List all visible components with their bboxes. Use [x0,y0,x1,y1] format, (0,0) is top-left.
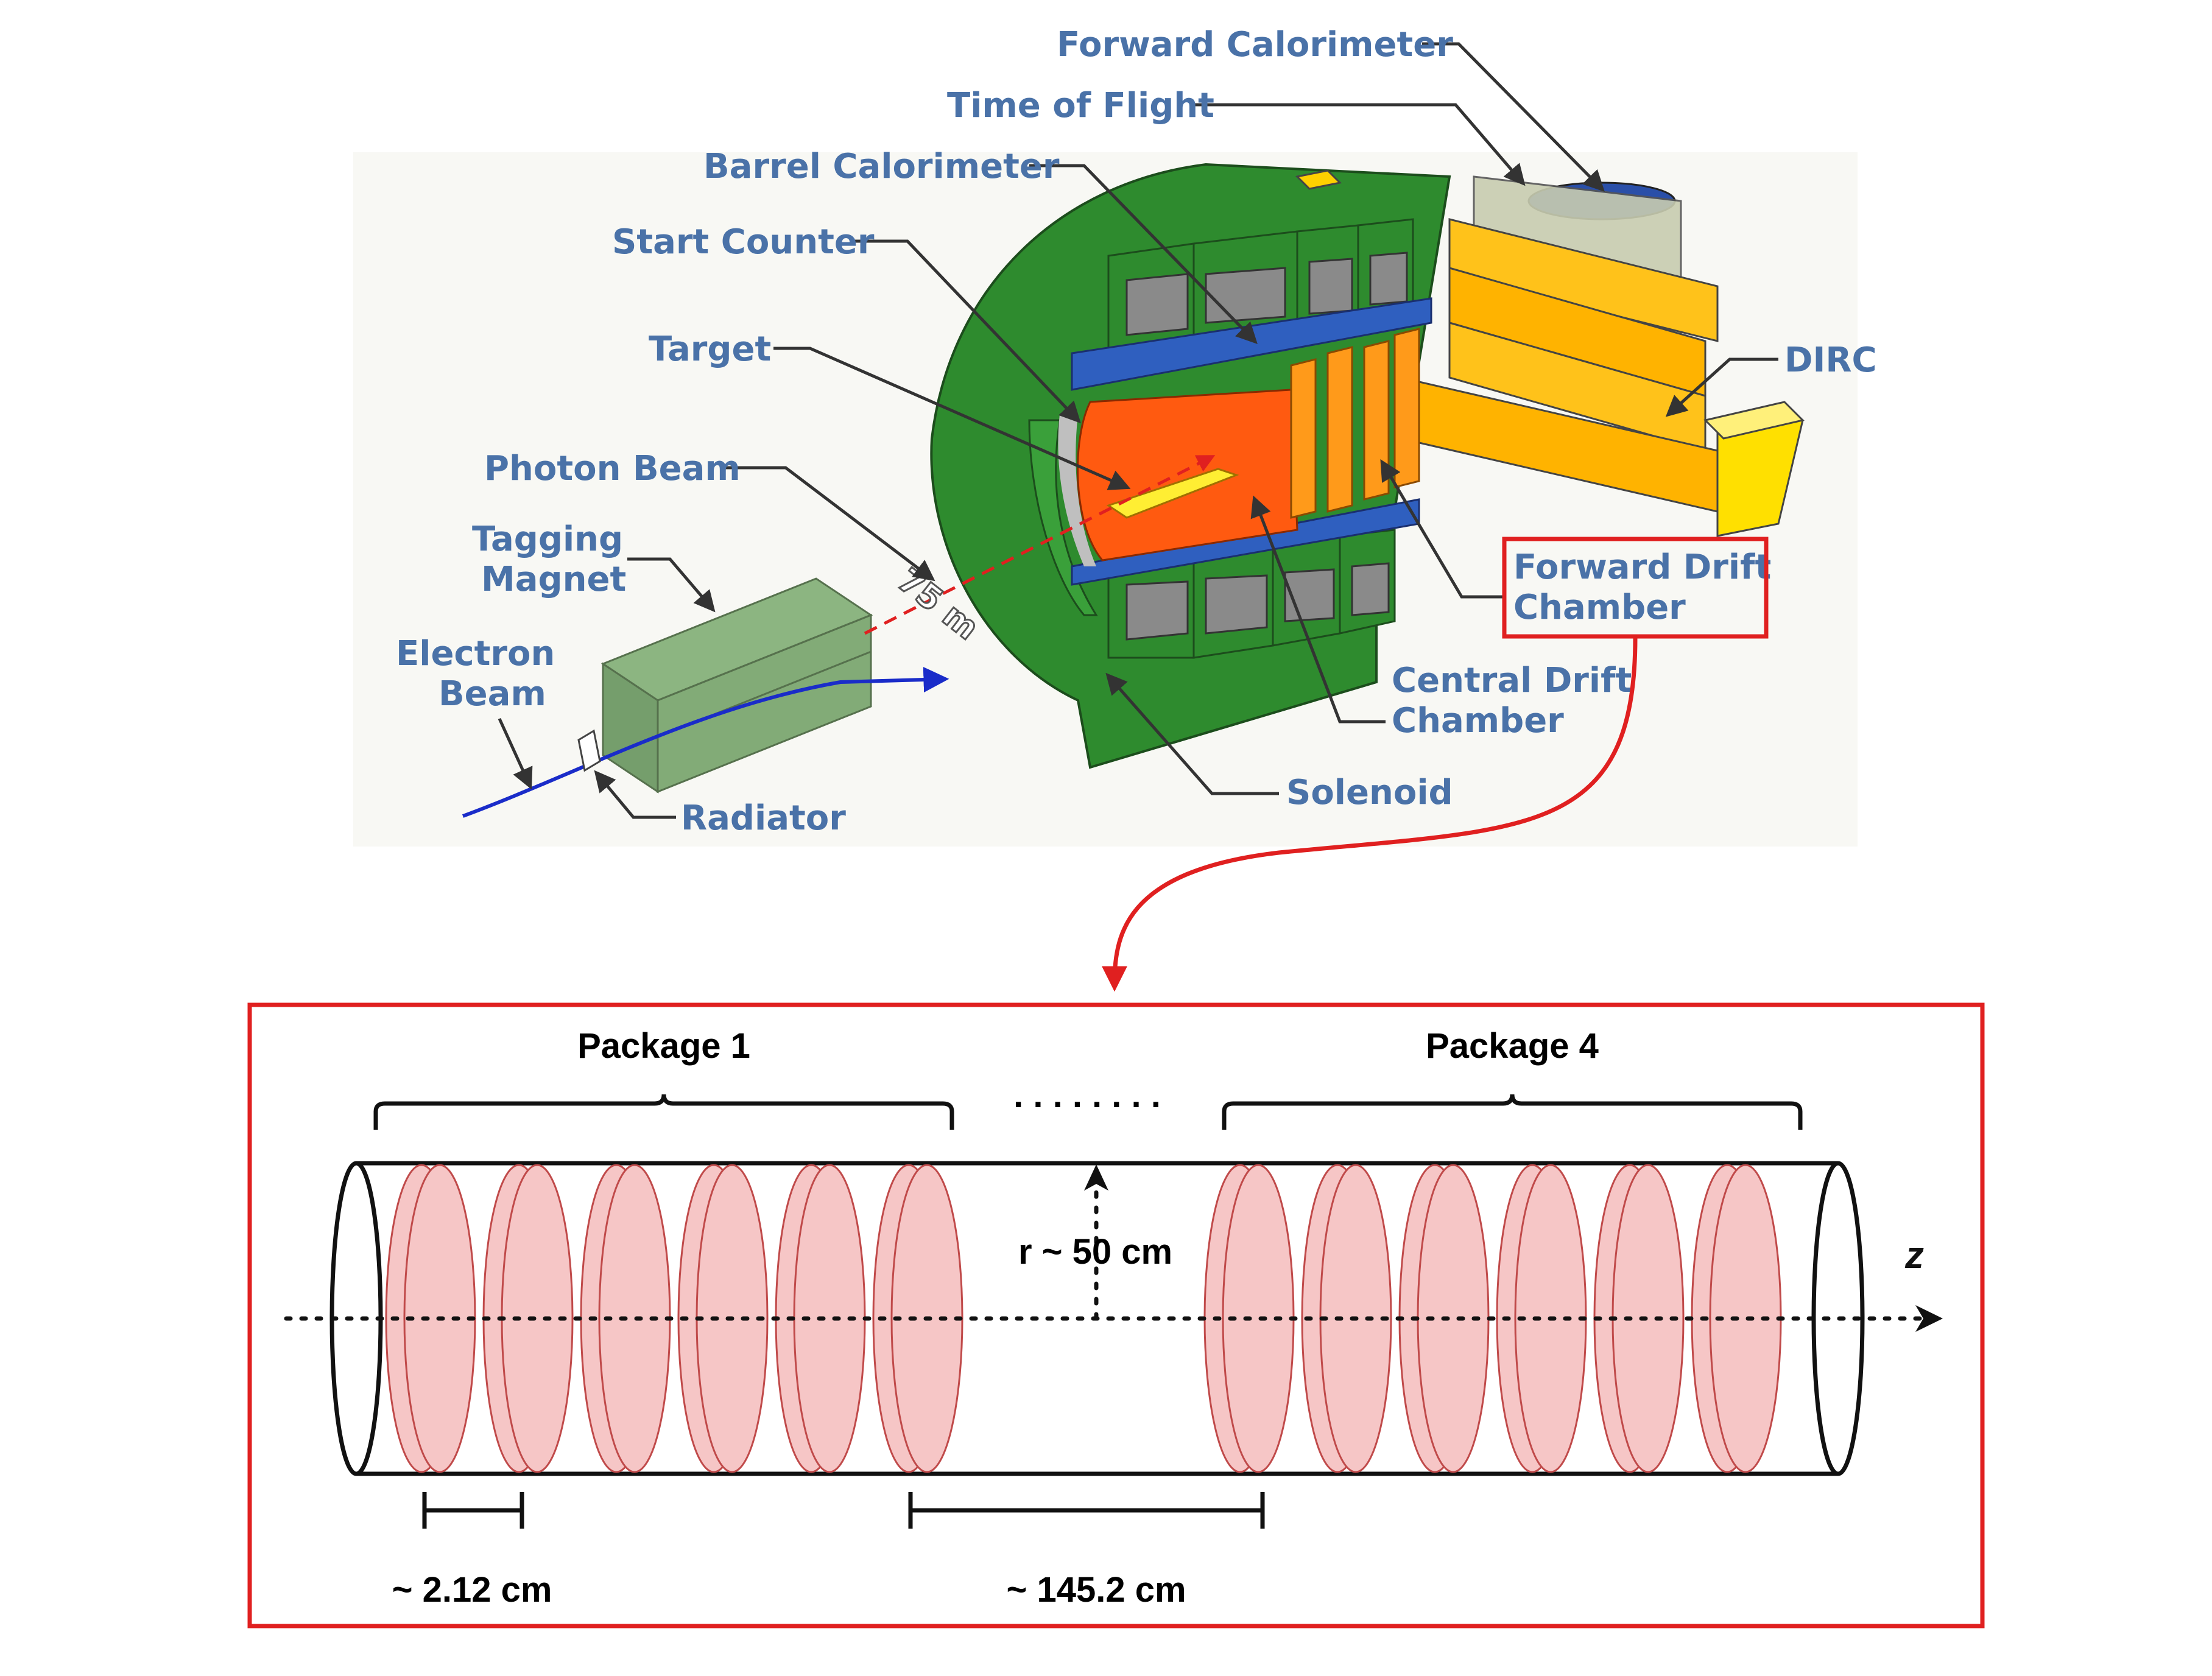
time-of-flight-label: Time of Flight [947,86,1214,125]
dirc-label: DIRC [1784,340,1877,380]
solenoid-label: Solenoid [1286,773,1453,812]
drift-plane-5 [775,1164,866,1473]
electron-beam-line [462,666,949,818]
z-axis-label: z [1904,1234,1924,1276]
central-drift-chamber-label-line1: Central Drift [1392,661,1632,700]
electron-beam-label-line2: Beam [439,674,546,714]
tagging-magnet-label-line2: Magnet [481,560,626,599]
package-1-brace [373,1094,954,1130]
barrel-calorimeter-label: Barrel Calorimeter [703,147,1060,186]
leader-lines [498,42,1778,819]
package-ellipsis: . . . . . . . . [1013,1076,1161,1115]
start-counter-label: Start Counter [612,222,875,262]
drift-plane-3 [580,1164,671,1473]
package-gap-label: ~ 145.2 cm [1006,1570,1186,1610]
package-4-label: Package 4 [1426,1026,1599,1066]
electron-beam-label-line1: Electron [396,634,555,674]
dirc-shape [1400,218,1805,537]
forward-drift-chamber-label-line2: Chamber [1513,588,1686,627]
fdc-inset: Package 1 Package 4 . . . . . . . . z r … [247,1002,1985,1628]
drift-plane-1 [385,1164,476,1473]
photon-beam-label: Photon Beam [484,449,741,488]
drift-planes [385,1164,1782,1473]
package-4-brace [1222,1094,1803,1130]
detector-labels: Forward Calorimeter Time of Flight Barre… [396,25,1877,838]
plane-spacing-dimension [422,1492,524,1529]
forward-drift-chamber-label-line1: Forward Drift [1513,548,1771,587]
forward-calorimeter-label: Forward Calorimeter [1057,25,1453,65]
target-label: Target [649,329,771,369]
drift-plane-6 [872,1164,963,1473]
radius-arrowhead [1084,1164,1108,1191]
drift-plane-4 [677,1164,769,1473]
central-drift-chamber-label-line2: Chamber [1392,701,1564,741]
radius-label: r ~ 50 cm [1018,1232,1172,1272]
z-axis-arrowhead [1915,1305,1943,1332]
package-1-label: Package 1 [577,1026,750,1066]
tagging-magnet-shape [601,577,873,794]
inset-frame [247,1002,1985,1628]
package-gap-dimension [908,1492,1265,1529]
target-shape [1106,468,1239,519]
detector-illustration: 75 m Forward Calorimeter Time of Flight … [353,25,1877,847]
zoom-connector [1102,638,1638,992]
plane-spacing-label: ~ 2.12 cm [392,1570,552,1610]
radiator-shape [577,729,601,772]
forward-drift-chamber-highlight [1502,537,1769,639]
radiator-label: Radiator [681,798,846,838]
tagging-magnet-label-line1: Tagging [472,519,623,559]
drift-plane-9 [1398,1164,1490,1473]
cylinder-left-end [329,1161,383,1476]
drift-plane-8 [1301,1164,1392,1473]
